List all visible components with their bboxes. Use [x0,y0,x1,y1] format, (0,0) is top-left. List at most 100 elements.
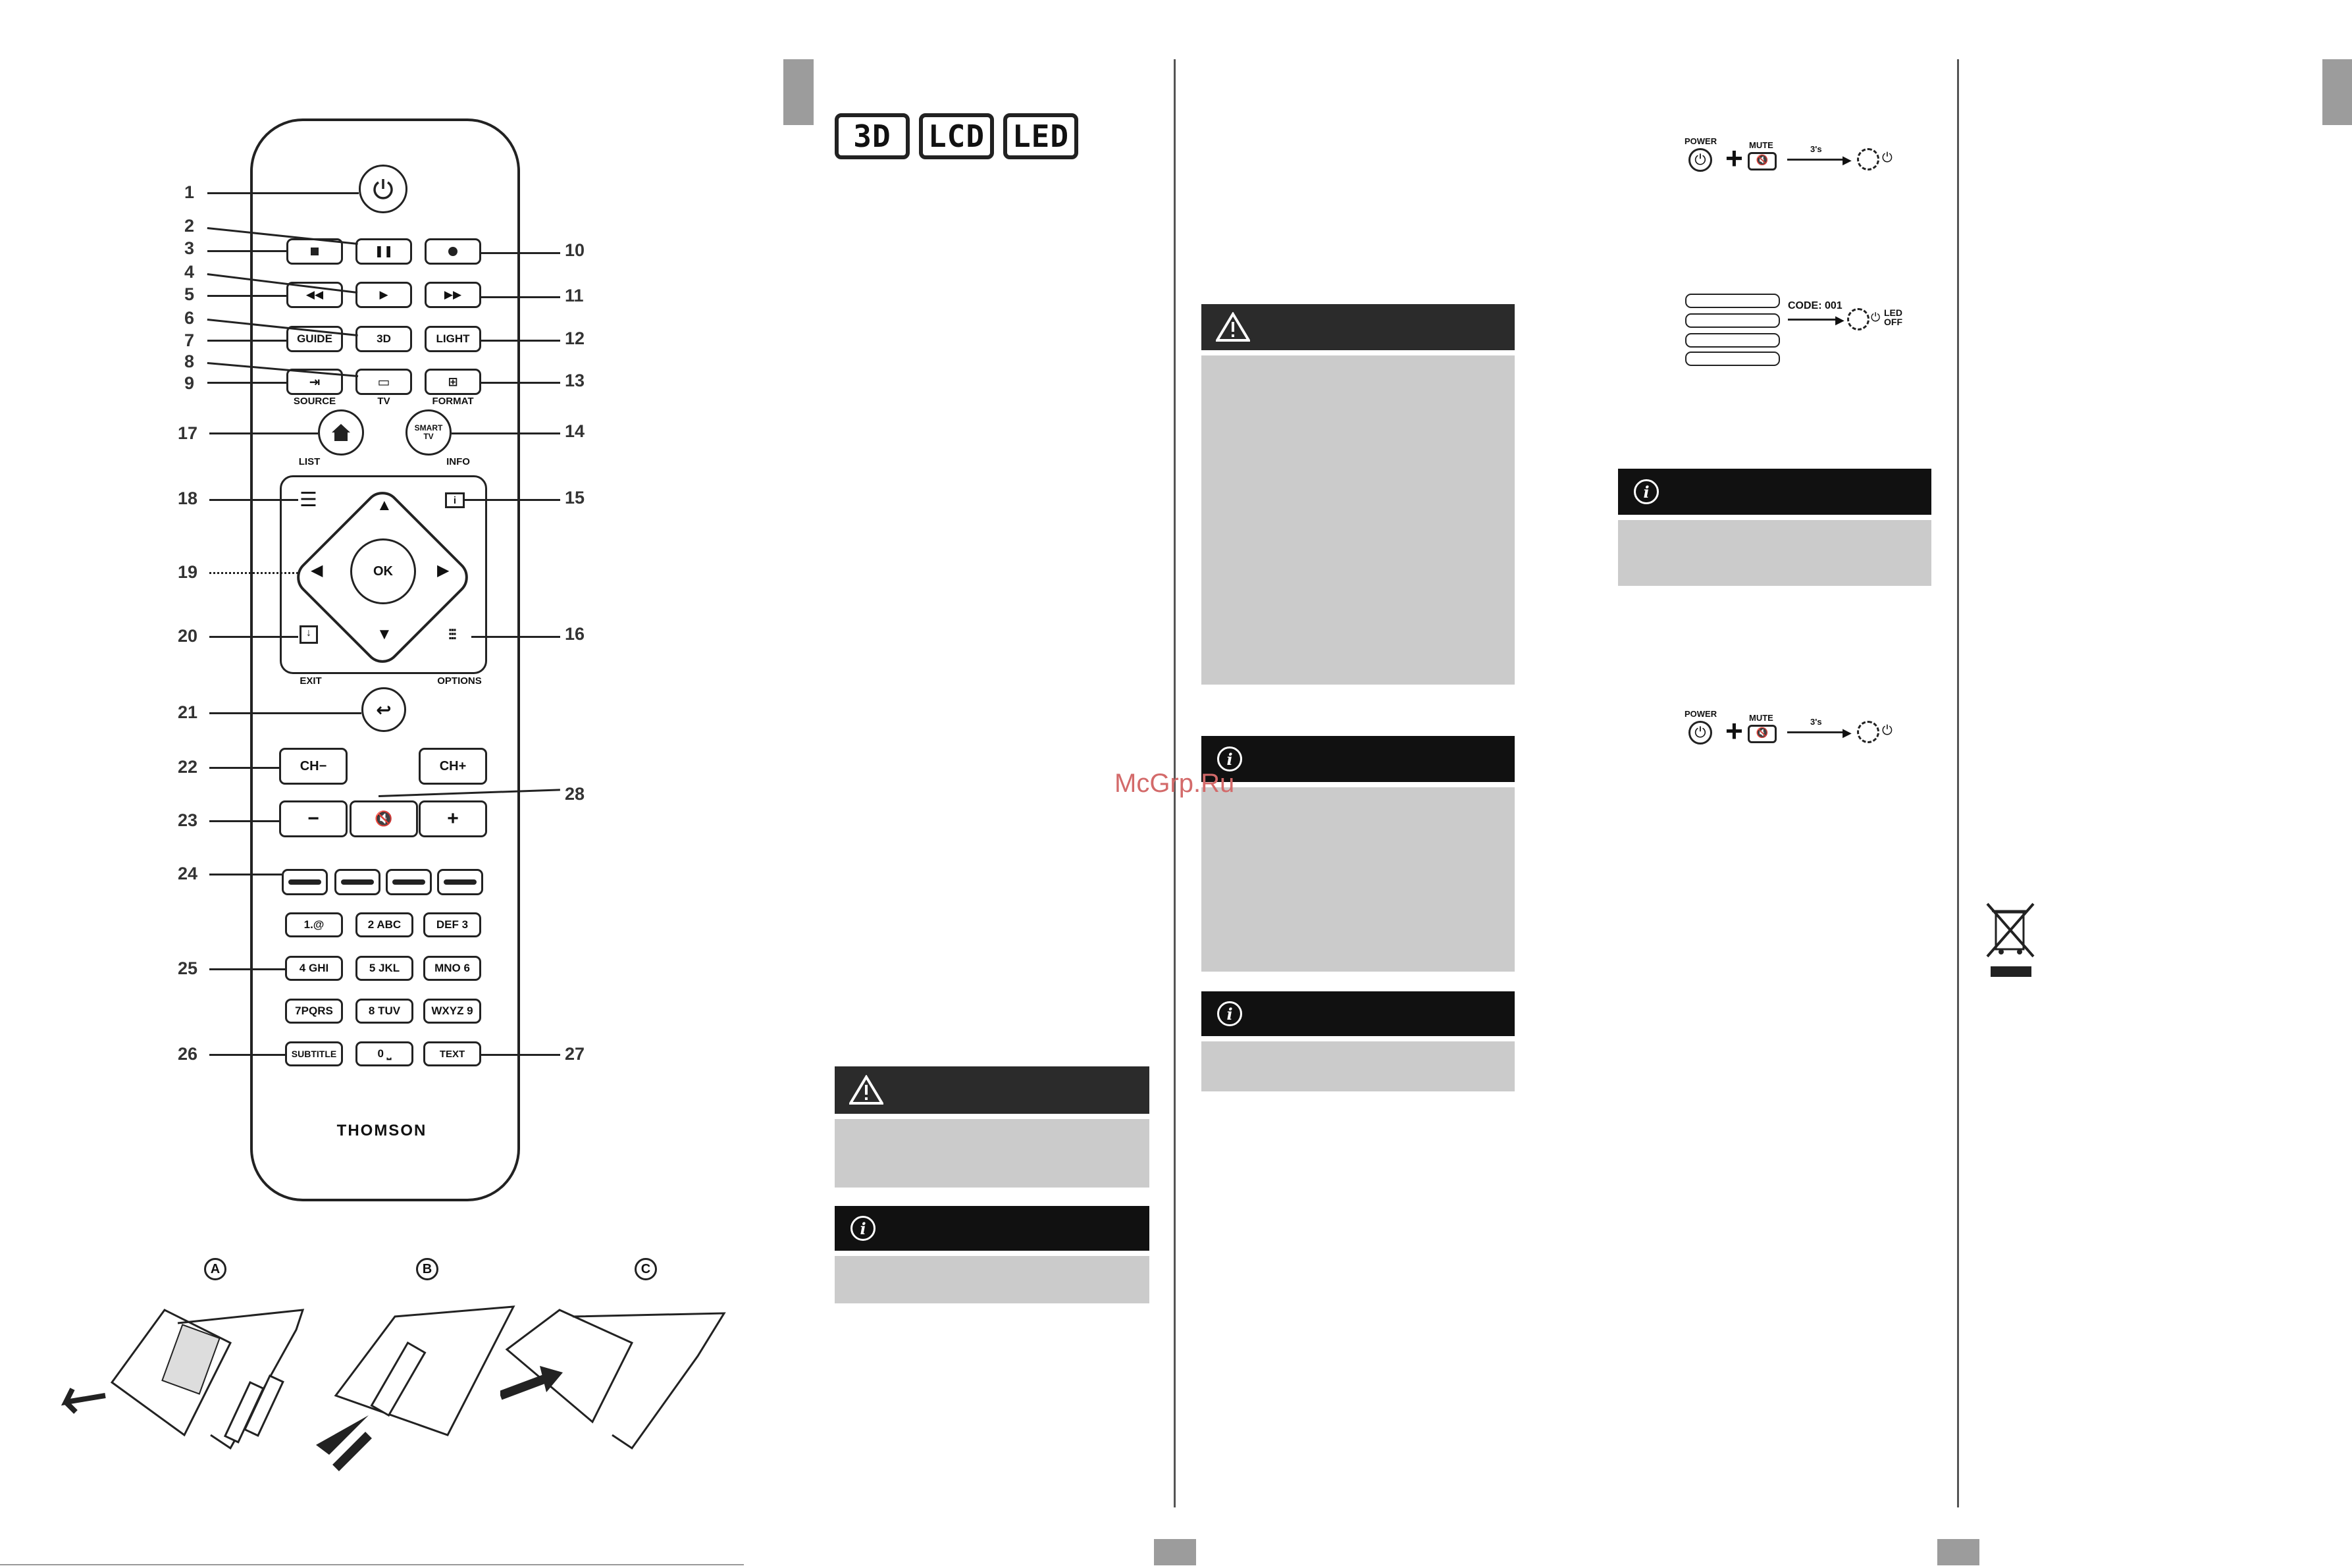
stop-button[interactable] [286,238,343,265]
digit-1-button[interactable]: 1.@ [285,912,343,937]
list-icon[interactable]: ☰ [300,489,317,511]
play-button[interactable]: ▶ [355,282,412,308]
hold-time: 3's [1810,144,1822,154]
mute-icon: 🔇 [1748,152,1777,170]
code-label: CODE: 001 [1788,300,1842,311]
green-button[interactable] [334,869,380,895]
step-c-marker: C [635,1258,657,1280]
keypad-illustration [1685,294,1784,366]
right-arrow-icon[interactable]: ▶ [437,562,450,579]
power-icon: ⏻ [1871,311,1881,324]
channel-down-button[interactable]: CH− [279,748,348,785]
tv-icon: ▭ [377,375,390,390]
tv-button[interactable]: ▭ [355,369,412,395]
power-label: POWER [1685,136,1717,146]
digit-4-button[interactable]: 4 GHI [285,956,343,981]
callout-9: 9 [184,373,195,393]
back-icon: ↩ [376,699,392,720]
digit-2-button[interactable]: 2 ABC [355,912,413,937]
page-number-box-right [1937,1539,1979,1565]
mute-label: MUTE [1749,713,1773,723]
left-arrow-icon[interactable]: ◀ [311,562,323,579]
digit-6-button[interactable]: MNO 6 [423,956,481,981]
callout-5: 5 [184,284,195,304]
volume-up-button[interactable]: + [419,800,487,837]
page-number-box-left [1154,1539,1196,1565]
digit-3-button[interactable]: DEF 3 [423,912,481,937]
record-icon [448,247,457,256]
exit-icon[interactable]: ↓ [300,625,318,644]
options-icon[interactable]: ⫶⫶⫶ [448,627,456,643]
mute-button[interactable]: 🔇 [350,800,418,837]
callout-25: 25 [178,958,198,978]
digit-7-button[interactable]: 7PQRS [285,999,343,1024]
info-icon: i [1217,746,1242,771]
blue-button[interactable] [437,869,483,895]
tv-label: TV [377,396,390,407]
callout-13: 13 [565,371,585,390]
arrow-icon [1787,731,1846,733]
record-button[interactable] [425,238,481,265]
power-label: POWER [1685,709,1717,719]
page-tab-left [783,59,814,125]
led-off-label: LED OFF [1884,307,1902,327]
hold-time: 3's [1810,717,1822,727]
callout-4: 4 [184,262,195,282]
text-button[interactable]: TEXT [423,1041,481,1066]
callout-28: 28 [565,784,585,804]
power-icon: ⏻ [1688,721,1712,745]
guide-button[interactable]: GUIDE [286,326,343,352]
info-icon-button[interactable]: i [445,492,465,508]
up-arrow-icon[interactable]: ▲ [377,496,392,514]
step-b-marker: B [416,1258,438,1280]
power-button[interactable] [359,165,407,213]
smart-tv-button[interactable]: SMART TV [405,409,452,456]
channel-up-button[interactable]: CH+ [419,748,487,785]
digit-0-button[interactable]: 0 ⎵ [355,1041,413,1066]
recycle-bin-icon [1986,902,2035,977]
led-icon [1847,308,1869,330]
digit-8-button[interactable]: 8 TUV [355,999,413,1024]
fast-forward-button[interactable]: ▶▶ [425,282,481,308]
red-button[interactable] [282,869,328,895]
source-icon: ⇥ [309,375,321,390]
callout-26: 26 [178,1044,198,1064]
callout-18: 18 [178,488,198,508]
power-icon [373,179,393,199]
callout-17: 17 [178,423,198,443]
watermark-text: McGrp.Ru [1114,769,1235,798]
callout-21: 21 [178,702,198,722]
home-icon [332,424,350,441]
back-button[interactable]: ↩ [361,687,406,732]
light-button[interactable]: LIGHT [425,326,481,352]
bottom-rule [0,1564,744,1565]
yellow-button[interactable] [386,869,432,895]
callout-10: 10 [565,240,585,260]
rewind-icon: ◀◀ [305,288,324,301]
3d-button[interactable]: 3D [355,326,412,352]
info-box-col3-b: i [1201,991,1515,1091]
home-button[interactable] [318,409,364,456]
battery-step-a-illustration [61,1309,305,1450]
callout-22: 22 [178,757,198,777]
callout-12: 12 [565,328,585,348]
info-box-col3-right: i [1618,469,1931,586]
pause-button[interactable]: ❚❚ [355,238,412,265]
digit-9-button[interactable]: WXYZ 9 [423,999,481,1024]
callout-15: 15 [565,488,585,508]
mute-icon: 🔇 [375,810,393,827]
format-icon: ⊞ [448,375,458,388]
subtitle-button[interactable]: SUBTITLE [285,1041,343,1066]
arrow-icon [1787,159,1846,161]
volume-down-button[interactable]: − [279,800,348,837]
column-divider-2 [1957,59,1959,1507]
callout-1: 1 [184,182,195,202]
digit-5-button[interactable]: 5 JKL [355,956,413,981]
exit-label: EXIT [300,675,322,687]
down-arrow-icon[interactable]: ▼ [377,625,392,643]
mute-icon: 🔇 [1748,725,1777,743]
format-label: FORMAT [432,396,474,407]
format-button[interactable]: ⊞ [425,369,481,395]
ok-button[interactable]: OK [350,538,416,604]
pause-icon: ❚❚ [374,245,394,257]
